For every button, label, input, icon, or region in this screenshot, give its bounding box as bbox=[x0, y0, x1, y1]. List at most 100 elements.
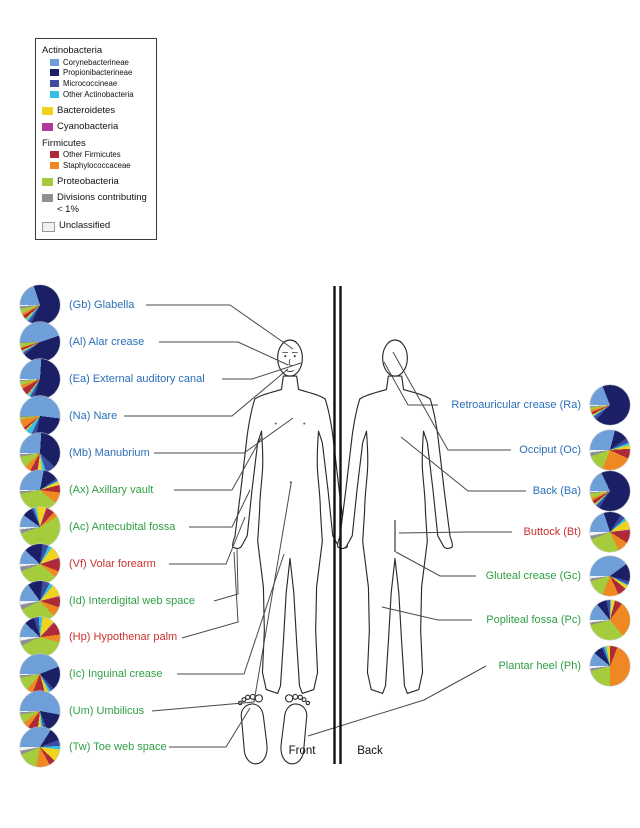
legend-label: Actinobacteria bbox=[42, 45, 103, 56]
legend-label: Micrococcineae bbox=[63, 79, 118, 89]
site-label: Gluteal crease (Gc) bbox=[485, 570, 581, 582]
legend-item: Proteobacteria bbox=[42, 176, 150, 188]
site-row: (Ax) Axillary vault bbox=[20, 470, 153, 510]
legend-color-swatch bbox=[42, 123, 53, 132]
legend-item: Other Firmicutes bbox=[42, 150, 150, 160]
legend-label: Bacteroidetes bbox=[57, 104, 116, 116]
connector-antecubital bbox=[189, 489, 251, 528]
legend-item: Corynebacterineae bbox=[42, 58, 150, 68]
legend-color-swatch bbox=[50, 90, 59, 98]
site-pie-chart bbox=[20, 322, 60, 362]
connector-volar-forearm bbox=[169, 516, 246, 565]
legend-color-swatch bbox=[50, 161, 59, 169]
legend-label: Other Firmicutes bbox=[63, 150, 121, 160]
site-pie-chart bbox=[20, 691, 60, 731]
connector-popliteal bbox=[381, 606, 472, 621]
legend-item: Propionibacterineae bbox=[42, 68, 150, 78]
legend-item: Firmicutes bbox=[42, 138, 150, 150]
site-pie-chart bbox=[20, 544, 60, 584]
site-row: (Id) Interdigital web space bbox=[20, 581, 195, 621]
connector-toe-web bbox=[169, 707, 251, 748]
connector-buttock bbox=[398, 531, 512, 534]
site-pie-chart bbox=[20, 396, 60, 436]
legend-item: Other Actinobacteria bbox=[42, 90, 150, 100]
connector-gluteal bbox=[395, 551, 476, 577]
legend-color-swatch bbox=[50, 80, 59, 88]
legend-color-swatch bbox=[42, 194, 53, 203]
site-label: Occiput (Oc) bbox=[519, 444, 581, 456]
legend-item: Actinobacteria bbox=[42, 45, 150, 57]
legend-item: Staphylococcaceae bbox=[42, 161, 150, 171]
site-row: (Ea) External auditory canal bbox=[20, 359, 205, 399]
site-label: (Vf) Volar forearm bbox=[69, 558, 156, 570]
site-label: Buttock (Bt) bbox=[523, 526, 581, 538]
site-row: (Mb) Manubrium bbox=[20, 433, 150, 473]
site-pie-chart bbox=[20, 433, 60, 473]
site-label: (Hp) Hypothenar palm bbox=[69, 631, 178, 643]
legend-item: Bacteroidetes bbox=[42, 105, 150, 117]
legend-label: Unclassified bbox=[59, 220, 111, 232]
back-body-outline bbox=[337, 339, 453, 694]
legend-color-swatch bbox=[50, 69, 59, 77]
connector-plantar-heel bbox=[307, 665, 487, 737]
site-label: (Al) Alar crease bbox=[69, 336, 145, 348]
legend-label: Other Actinobacteria bbox=[63, 89, 134, 99]
legend-label: Proteobacteria bbox=[57, 175, 119, 187]
site-label: (Ax) Axillary vault bbox=[69, 484, 154, 496]
foot-sole-left bbox=[237, 693, 270, 766]
site-pie-chart bbox=[590, 471, 630, 511]
connector-axillary bbox=[174, 437, 262, 491]
site-pie-chart bbox=[20, 727, 60, 767]
legend-item: Cyanobacteria bbox=[42, 121, 150, 133]
front-body-outline bbox=[232, 339, 348, 694]
site-pie-chart bbox=[20, 581, 60, 621]
site-pie-chart bbox=[20, 617, 60, 657]
site-label: (Ac) Antecubital fossa bbox=[69, 521, 176, 533]
site-label: Retroauricular crease (Ra) bbox=[451, 399, 581, 411]
site-label: (Ea) External auditory canal bbox=[69, 373, 205, 385]
legend-label: Divisions contributing < 1% bbox=[57, 192, 147, 215]
site-row: Back (Ba) bbox=[533, 471, 630, 511]
site-row: Buttock (Bt) bbox=[524, 512, 630, 552]
legend-color-swatch bbox=[50, 58, 59, 66]
legend-color-swatch bbox=[50, 151, 59, 159]
connector-manubrium bbox=[154, 417, 294, 454]
connector-glabella bbox=[146, 304, 294, 350]
site-pie-chart bbox=[20, 654, 60, 694]
site-label: (Mb) Manubrium bbox=[69, 447, 150, 459]
back-view-label: Back bbox=[357, 745, 383, 757]
site-pie-chart bbox=[590, 556, 630, 596]
legend-item: Divisions contributing < 1% bbox=[42, 192, 150, 215]
front-view-label: Front bbox=[288, 745, 316, 757]
site-row: Popliteal fossa (Pc) bbox=[486, 600, 630, 640]
site-row: (Um) Umbilicus bbox=[20, 691, 144, 731]
site-label: (Ic) Inguinal crease bbox=[69, 668, 163, 680]
legend-color-swatch bbox=[42, 177, 53, 186]
front-body-details bbox=[274, 351, 306, 484]
legend-label: Corynebacterineae bbox=[63, 57, 129, 67]
site-label: (Um) Umbilicus bbox=[69, 705, 145, 717]
connector-retroauricular bbox=[383, 361, 438, 406]
legend-label: Firmicutes bbox=[42, 137, 86, 149]
site-label: (Na) Nare bbox=[69, 410, 118, 422]
site-pie-chart bbox=[590, 646, 630, 686]
site-row: (Vf) Volar forearm bbox=[20, 544, 156, 584]
site-label: (Gb) Glabella bbox=[69, 299, 135, 311]
site-pie-chart bbox=[20, 470, 60, 510]
site-pie-chart bbox=[590, 512, 630, 552]
site-label: (Id) Interdigital web space bbox=[69, 595, 195, 607]
site-pie-chart bbox=[20, 285, 60, 325]
site-row: (Gb) Glabella bbox=[20, 285, 134, 325]
site-pie-chart bbox=[590, 430, 630, 470]
site-label: Back (Ba) bbox=[532, 485, 581, 497]
site-pie-chart bbox=[590, 385, 630, 425]
site-row: (Hp) Hypothenar palm bbox=[20, 617, 177, 657]
site-label: Popliteal fossa (Pc) bbox=[486, 614, 581, 626]
legend-label: Propionibacterineae bbox=[63, 68, 133, 78]
site-pie-chart bbox=[590, 600, 630, 640]
site-row: (Na) Nare bbox=[20, 396, 117, 436]
site-label: Plantar heel (Ph) bbox=[498, 660, 581, 672]
legend-color-swatch bbox=[42, 222, 55, 233]
legend-color-swatch bbox=[42, 106, 53, 115]
site-row: (Tw) Toe web space bbox=[20, 727, 167, 767]
